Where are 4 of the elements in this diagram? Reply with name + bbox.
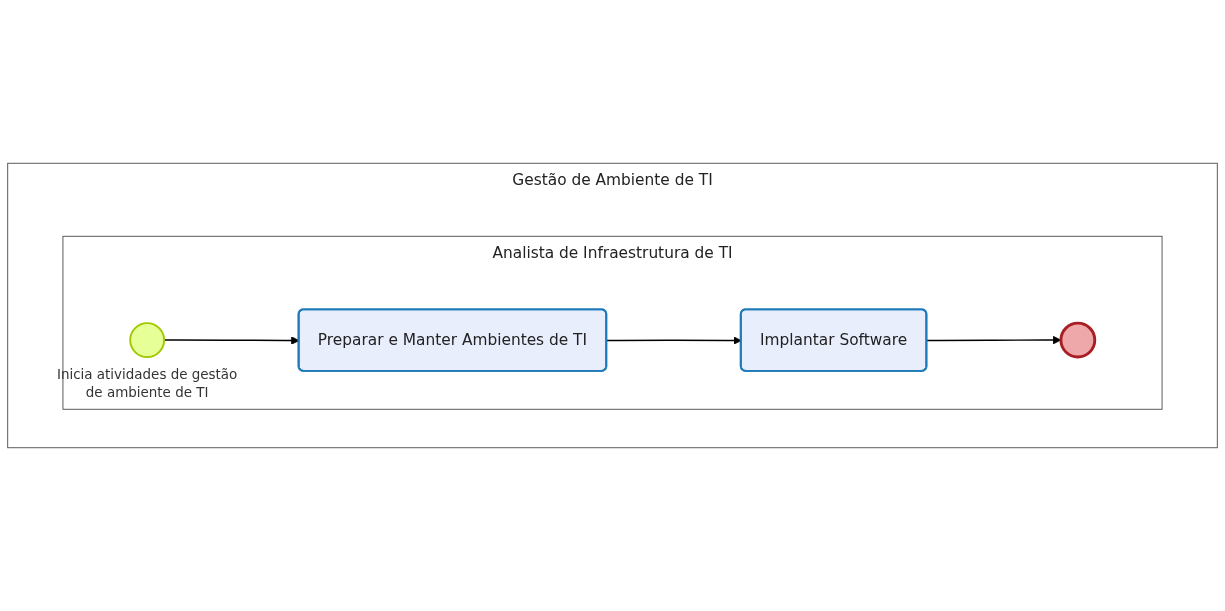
node-circle <box>1059 321 1097 359</box>
event-caption: Inicia atividades de gestão de ambiente de TI <box>56 365 238 400</box>
arrow <box>926 335 1062 345</box>
node-circle <box>129 322 166 358</box>
